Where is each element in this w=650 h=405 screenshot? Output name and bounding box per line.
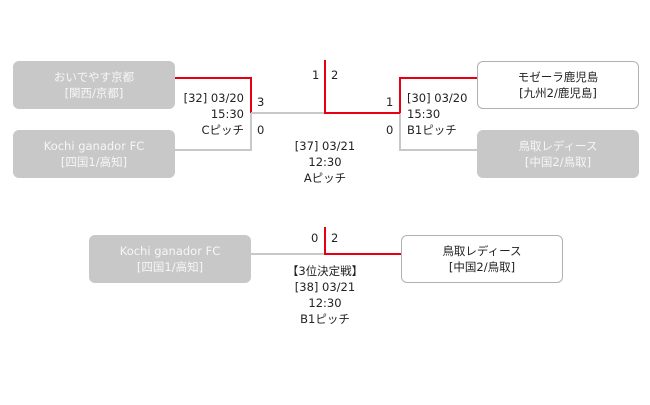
bracket-line-to-final — [325, 112, 400, 114]
team-box-third-right: 鳥取レディース [中国2/鳥取] — [401, 235, 563, 283]
team-region: [中国2/鳥取] — [524, 155, 592, 169]
match-time: 12:30 — [308, 155, 342, 169]
team-region: [関西/京都] — [64, 86, 124, 100]
bracket-line-loser — [400, 149, 477, 151]
team-name: Kochi ganador FC — [43, 139, 145, 153]
team-box-kochi: Kochi ganador FC [四国1/高知] — [13, 130, 175, 178]
match-info-right: [30] 03/20 15:30 B1ピッチ — [407, 90, 467, 138]
match-info-left: [32] 03/20 15:30 Cピッチ — [158, 90, 244, 138]
bracket-line-loser — [250, 113, 252, 151]
bracket-line-loser — [251, 253, 326, 255]
bracket-line-winner — [325, 253, 401, 255]
match-date: 03/20 — [210, 91, 244, 105]
team-box-kyoto: おいでやす京都 [関西/京都] — [13, 61, 175, 109]
team-region: [四国1/高知] — [136, 260, 204, 274]
bracket-line-winner — [399, 77, 401, 113]
match-venue: B1ピッチ — [300, 312, 350, 326]
team-box-tottori: 鳥取レディース [中国2/鳥取] — [477, 130, 639, 178]
match-number: [30] — [407, 91, 431, 105]
score-right-bottom: 0 — [386, 123, 394, 137]
third-score-right: 2 — [331, 231, 339, 245]
team-region: [九州2/鹿児島] — [519, 86, 597, 100]
third-score-left: 0 — [311, 231, 319, 245]
match-venue: Aピッチ — [303, 171, 347, 185]
match-number: [37] — [294, 139, 319, 153]
match-number: [32] — [183, 91, 208, 105]
final-score-right: 2 — [331, 68, 339, 82]
score-left-bottom: 0 — [257, 123, 265, 137]
final-score-left: 1 — [312, 68, 320, 82]
score-right-top: 1 — [386, 95, 394, 109]
team-name: モゼーラ鹿児島 — [517, 70, 599, 84]
bracket-line-winner — [400, 77, 477, 79]
team-name: おいでやす京都 — [53, 70, 135, 84]
team-region: [四国1/高知] — [60, 155, 128, 169]
match-time: 15:30 — [407, 107, 441, 121]
bracket-line-loser — [399, 113, 401, 151]
match-date: 03/21 — [322, 139, 356, 153]
match-date: 03/20 — [434, 91, 468, 105]
match-number: [38] — [294, 280, 319, 294]
match-number-date: [38] 03/21 — [255, 279, 395, 295]
match-number-date: [32] 03/20 — [158, 90, 244, 106]
team-region: [中国2/鳥取] — [448, 260, 516, 274]
team-box-kagoshima: モゼーラ鹿児島 [九州2/鹿児島] — [477, 61, 639, 109]
match-time: 12:30 — [308, 296, 342, 310]
match-date: 03/21 — [322, 280, 356, 294]
third-place-title: 【3位決定戦】 — [286, 264, 364, 278]
team-name: Kochi ganador FC — [119, 244, 221, 258]
match-number-date: [37] 03/21 — [265, 138, 385, 154]
bracket-line-winner — [175, 77, 251, 79]
bracket-line-to-final — [251, 112, 327, 114]
third-place-winner-line — [324, 227, 326, 255]
bracket-line-loser — [175, 149, 251, 151]
match-venue: B1ピッチ — [407, 123, 457, 137]
match-time: 15:30 — [210, 107, 244, 121]
match-info-third-place: 【3位決定戦】 [38] 03/21 12:30 B1ピッチ — [255, 263, 395, 327]
match-info-final: [37] 03/21 12:30 Aピッチ — [265, 138, 385, 186]
team-box-third-left: Kochi ganador FC [四国1/高知] — [89, 235, 251, 283]
match-venue: Cピッチ — [201, 123, 244, 137]
match-number-date: [30] 03/20 — [407, 90, 467, 106]
team-name: 鳥取レディース — [442, 244, 522, 258]
bracket-line-winner — [250, 77, 252, 113]
score-left-top: 3 — [257, 95, 265, 109]
final-champion-line — [324, 60, 326, 114]
team-name: 鳥取レディース — [518, 139, 598, 153]
